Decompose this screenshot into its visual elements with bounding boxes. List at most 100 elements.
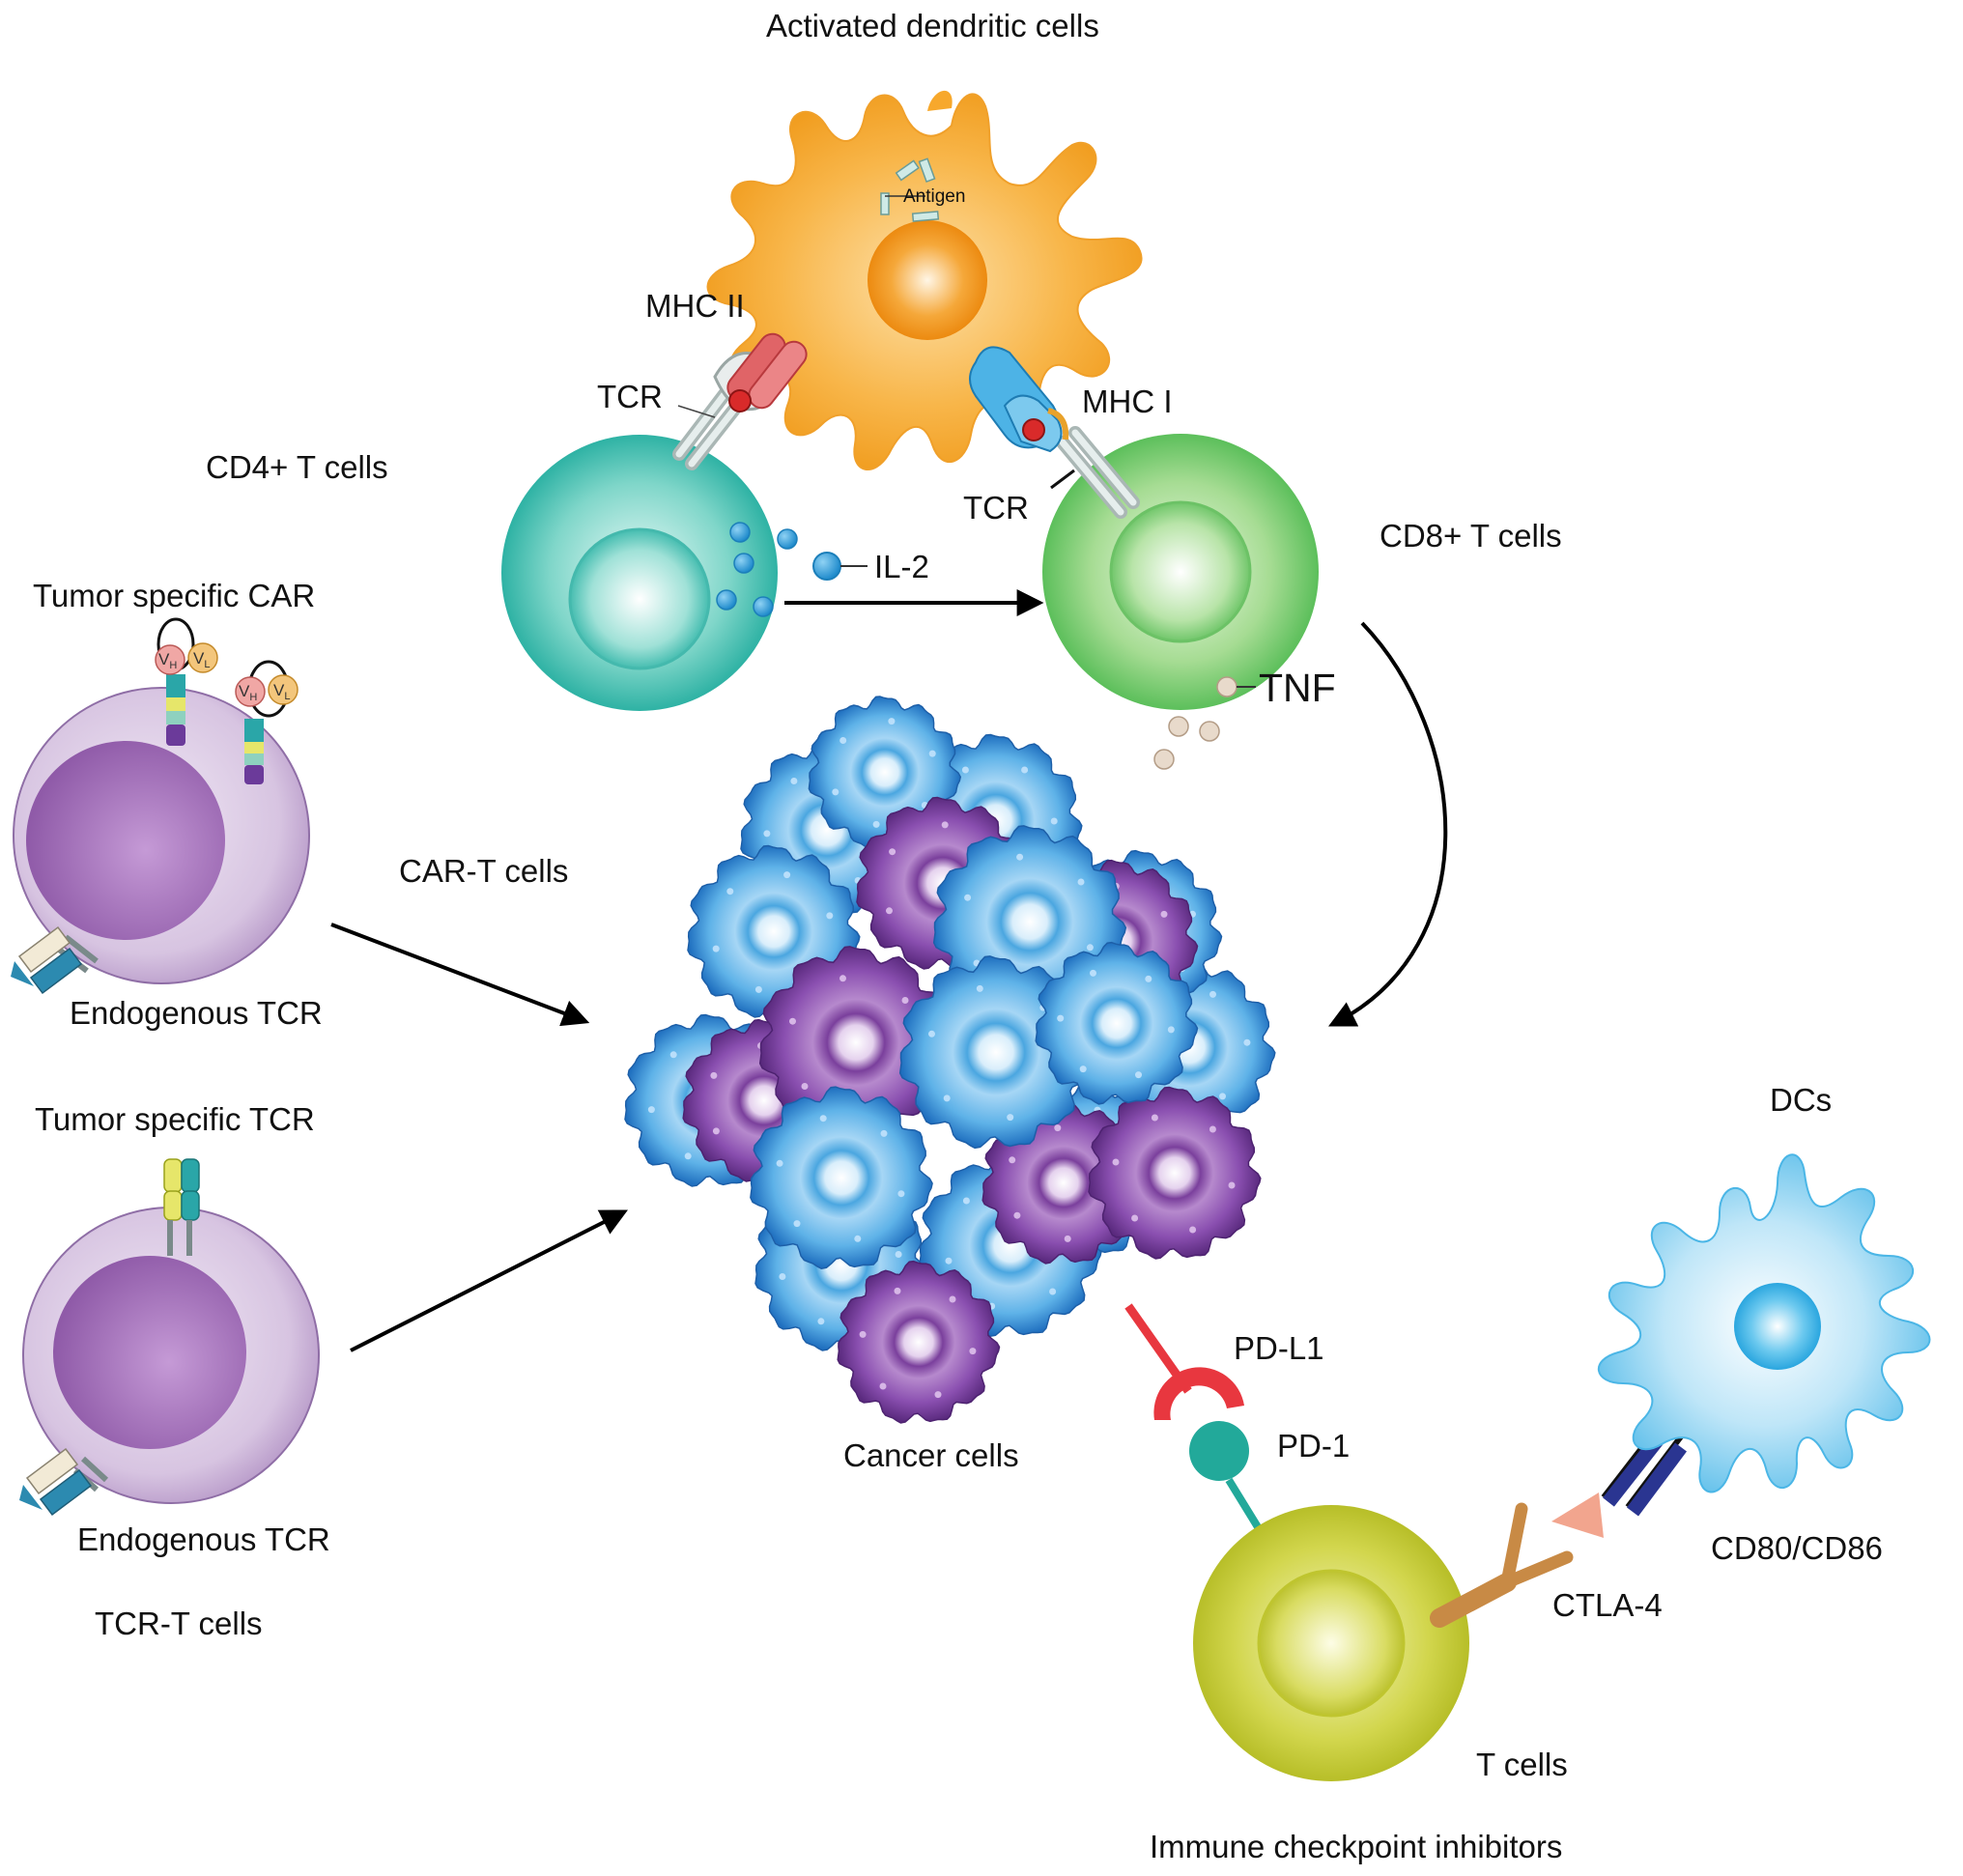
pd-1-label: PD-1 bbox=[1277, 1428, 1350, 1464]
vh-label-2: VH bbox=[239, 682, 257, 703]
cancer-cell-purple bbox=[837, 1260, 1001, 1424]
cancer-cell-granule bbox=[962, 1197, 970, 1205]
cancer-cell-granule bbox=[1135, 1071, 1142, 1079]
il2-label: IL-2 bbox=[874, 549, 929, 584]
cancer-cell-granule bbox=[790, 778, 798, 784]
tcr-mhc-i-complex bbox=[969, 346, 1140, 519]
cancer-cell-granule bbox=[886, 907, 893, 915]
cancer-cell-granule bbox=[945, 1257, 953, 1265]
tcr-t-cells-label: TCR-T cells bbox=[95, 1606, 263, 1641]
cancer-cell-granule bbox=[928, 1030, 935, 1037]
mhc-ii-molecule bbox=[726, 332, 808, 412]
cancer-cell-granule bbox=[789, 1017, 796, 1025]
car-receptor-1 bbox=[155, 617, 218, 746]
cancer-cell-granule bbox=[894, 1287, 901, 1294]
endogenous-tcr-car bbox=[11, 925, 99, 995]
cancer-cell-granule bbox=[1145, 975, 1152, 982]
endogenous-tcr-tcrt bbox=[19, 1447, 109, 1517]
cancer-cell-granule bbox=[1007, 1114, 1014, 1122]
cancer-cell-granule bbox=[826, 912, 834, 920]
dcs-label: DCs bbox=[1770, 1082, 1832, 1118]
mhc-i-molecule bbox=[969, 346, 1069, 453]
cancer-cell-granule bbox=[1160, 910, 1168, 918]
cancer-cell-granule bbox=[1050, 817, 1058, 825]
tcr-mhc-ii-complex bbox=[672, 332, 808, 470]
cancer-cell-granule bbox=[1064, 1235, 1071, 1242]
mhc-ii-label: MHC II bbox=[645, 288, 745, 324]
cancer-cell-granule bbox=[669, 1051, 677, 1059]
cancer-cell-granule bbox=[880, 1129, 888, 1137]
cd80-cd86-ligand bbox=[1551, 1492, 1604, 1538]
dendritic-nucleus bbox=[868, 220, 987, 340]
cancer-cell-granule bbox=[934, 1391, 942, 1399]
cancer-cell-granule bbox=[832, 788, 839, 796]
cancer-cell-granule bbox=[1219, 1093, 1226, 1100]
cancer-cell-granule bbox=[1049, 1288, 1057, 1295]
cancer-cell-granule bbox=[817, 1318, 825, 1325]
cancer-cell-granule bbox=[801, 1083, 809, 1090]
tumor-specific-tcr-label: Tumor specific TCR bbox=[35, 1101, 315, 1137]
cancer-cell-granule bbox=[1228, 1181, 1236, 1189]
car-t-cells-label: CAR-T cells bbox=[399, 853, 568, 889]
cancer-cell-granule bbox=[783, 871, 791, 879]
cancer-cell-granule bbox=[888, 718, 896, 725]
tcr-t-cell bbox=[19, 1158, 320, 1517]
antigen-label: Antigen bbox=[903, 186, 965, 207]
cancer-cell-granule bbox=[897, 1190, 905, 1198]
cancer-cell-granule bbox=[901, 997, 909, 1004]
cancer-cell-granule bbox=[1054, 1124, 1062, 1132]
cancer-cell-granule bbox=[895, 1251, 902, 1258]
cancer-cell-granule bbox=[961, 766, 969, 774]
cd80-cd86-label: CD80/CD86 bbox=[1711, 1530, 1883, 1566]
cancer-cell-granule bbox=[712, 1127, 720, 1135]
arrow-car-t-to-cancer bbox=[330, 923, 590, 1027]
vl-label: VL bbox=[193, 649, 210, 670]
tcr-right-receptor bbox=[1056, 426, 1140, 519]
cancer-cell-granule bbox=[1009, 1156, 1016, 1164]
cancer-cell-granule bbox=[1079, 1066, 1087, 1073]
cancer-cell-granule bbox=[872, 820, 880, 828]
cancer-cell-granule bbox=[943, 1094, 951, 1102]
cancer-cell-granule bbox=[1013, 1211, 1021, 1219]
cancer-cell-granule bbox=[859, 1330, 867, 1338]
cancer-cell-granule bbox=[1016, 853, 1024, 861]
car-t-cell bbox=[11, 617, 310, 995]
cancer-cell-granule bbox=[1057, 1014, 1065, 1022]
cancer-cell-granule bbox=[776, 1159, 783, 1167]
cancer-cell-granule bbox=[1131, 1214, 1139, 1222]
cancer-cell-granule bbox=[1151, 1114, 1158, 1122]
cancer-cell-granule bbox=[1077, 878, 1085, 886]
cancer-cell-granule bbox=[941, 821, 949, 829]
cancer-cell-granule bbox=[647, 1106, 655, 1114]
vh-label: VH bbox=[158, 650, 177, 671]
cancer-cell-granule bbox=[1086, 944, 1094, 952]
antigen-fragments bbox=[880, 157, 940, 222]
tumor-specific-tcr-receptor bbox=[163, 1158, 200, 1256]
cancer-cell-granule bbox=[964, 894, 972, 901]
il2-marker bbox=[812, 552, 868, 581]
arrow-cd8-to-cancer bbox=[1327, 621, 1448, 1027]
arrow-tcr-t-to-cancer bbox=[350, 1209, 628, 1352]
cancer-cell-granule bbox=[819, 1115, 827, 1123]
cancer-cell-granule bbox=[1209, 990, 1216, 998]
pd-l1-molecule bbox=[1124, 1303, 1244, 1420]
t-cells-label: T cells bbox=[1476, 1747, 1568, 1782]
il2-secretion-dots bbox=[716, 522, 798, 617]
tnf-label: TNF bbox=[1259, 666, 1336, 710]
cancer-cells-label: Cancer cells bbox=[843, 1437, 1019, 1473]
cancer-cell-granule bbox=[793, 1220, 801, 1228]
cancer-cell-granule bbox=[976, 984, 983, 992]
endogenous-tcr-1-label: Endogenous TCR bbox=[70, 995, 323, 1031]
cancer-cell-granule bbox=[754, 985, 762, 993]
cancer-cell-granule bbox=[879, 1382, 887, 1390]
cancer-cell-granule bbox=[839, 737, 847, 744]
cancer-cell-granule bbox=[854, 1235, 862, 1242]
cancer-cell-granule bbox=[1090, 969, 1096, 977]
checkpoint-t-cell bbox=[1193, 1505, 1469, 1781]
cancer-cell-granule bbox=[1189, 1226, 1197, 1234]
cancer-cell-granule bbox=[969, 1348, 977, 1355]
cancer-cell-granule bbox=[684, 1152, 692, 1160]
cancer-cell-granule bbox=[726, 888, 734, 895]
cancer-cell-granule bbox=[1021, 766, 1029, 774]
cancer-cell-granule bbox=[928, 750, 936, 757]
